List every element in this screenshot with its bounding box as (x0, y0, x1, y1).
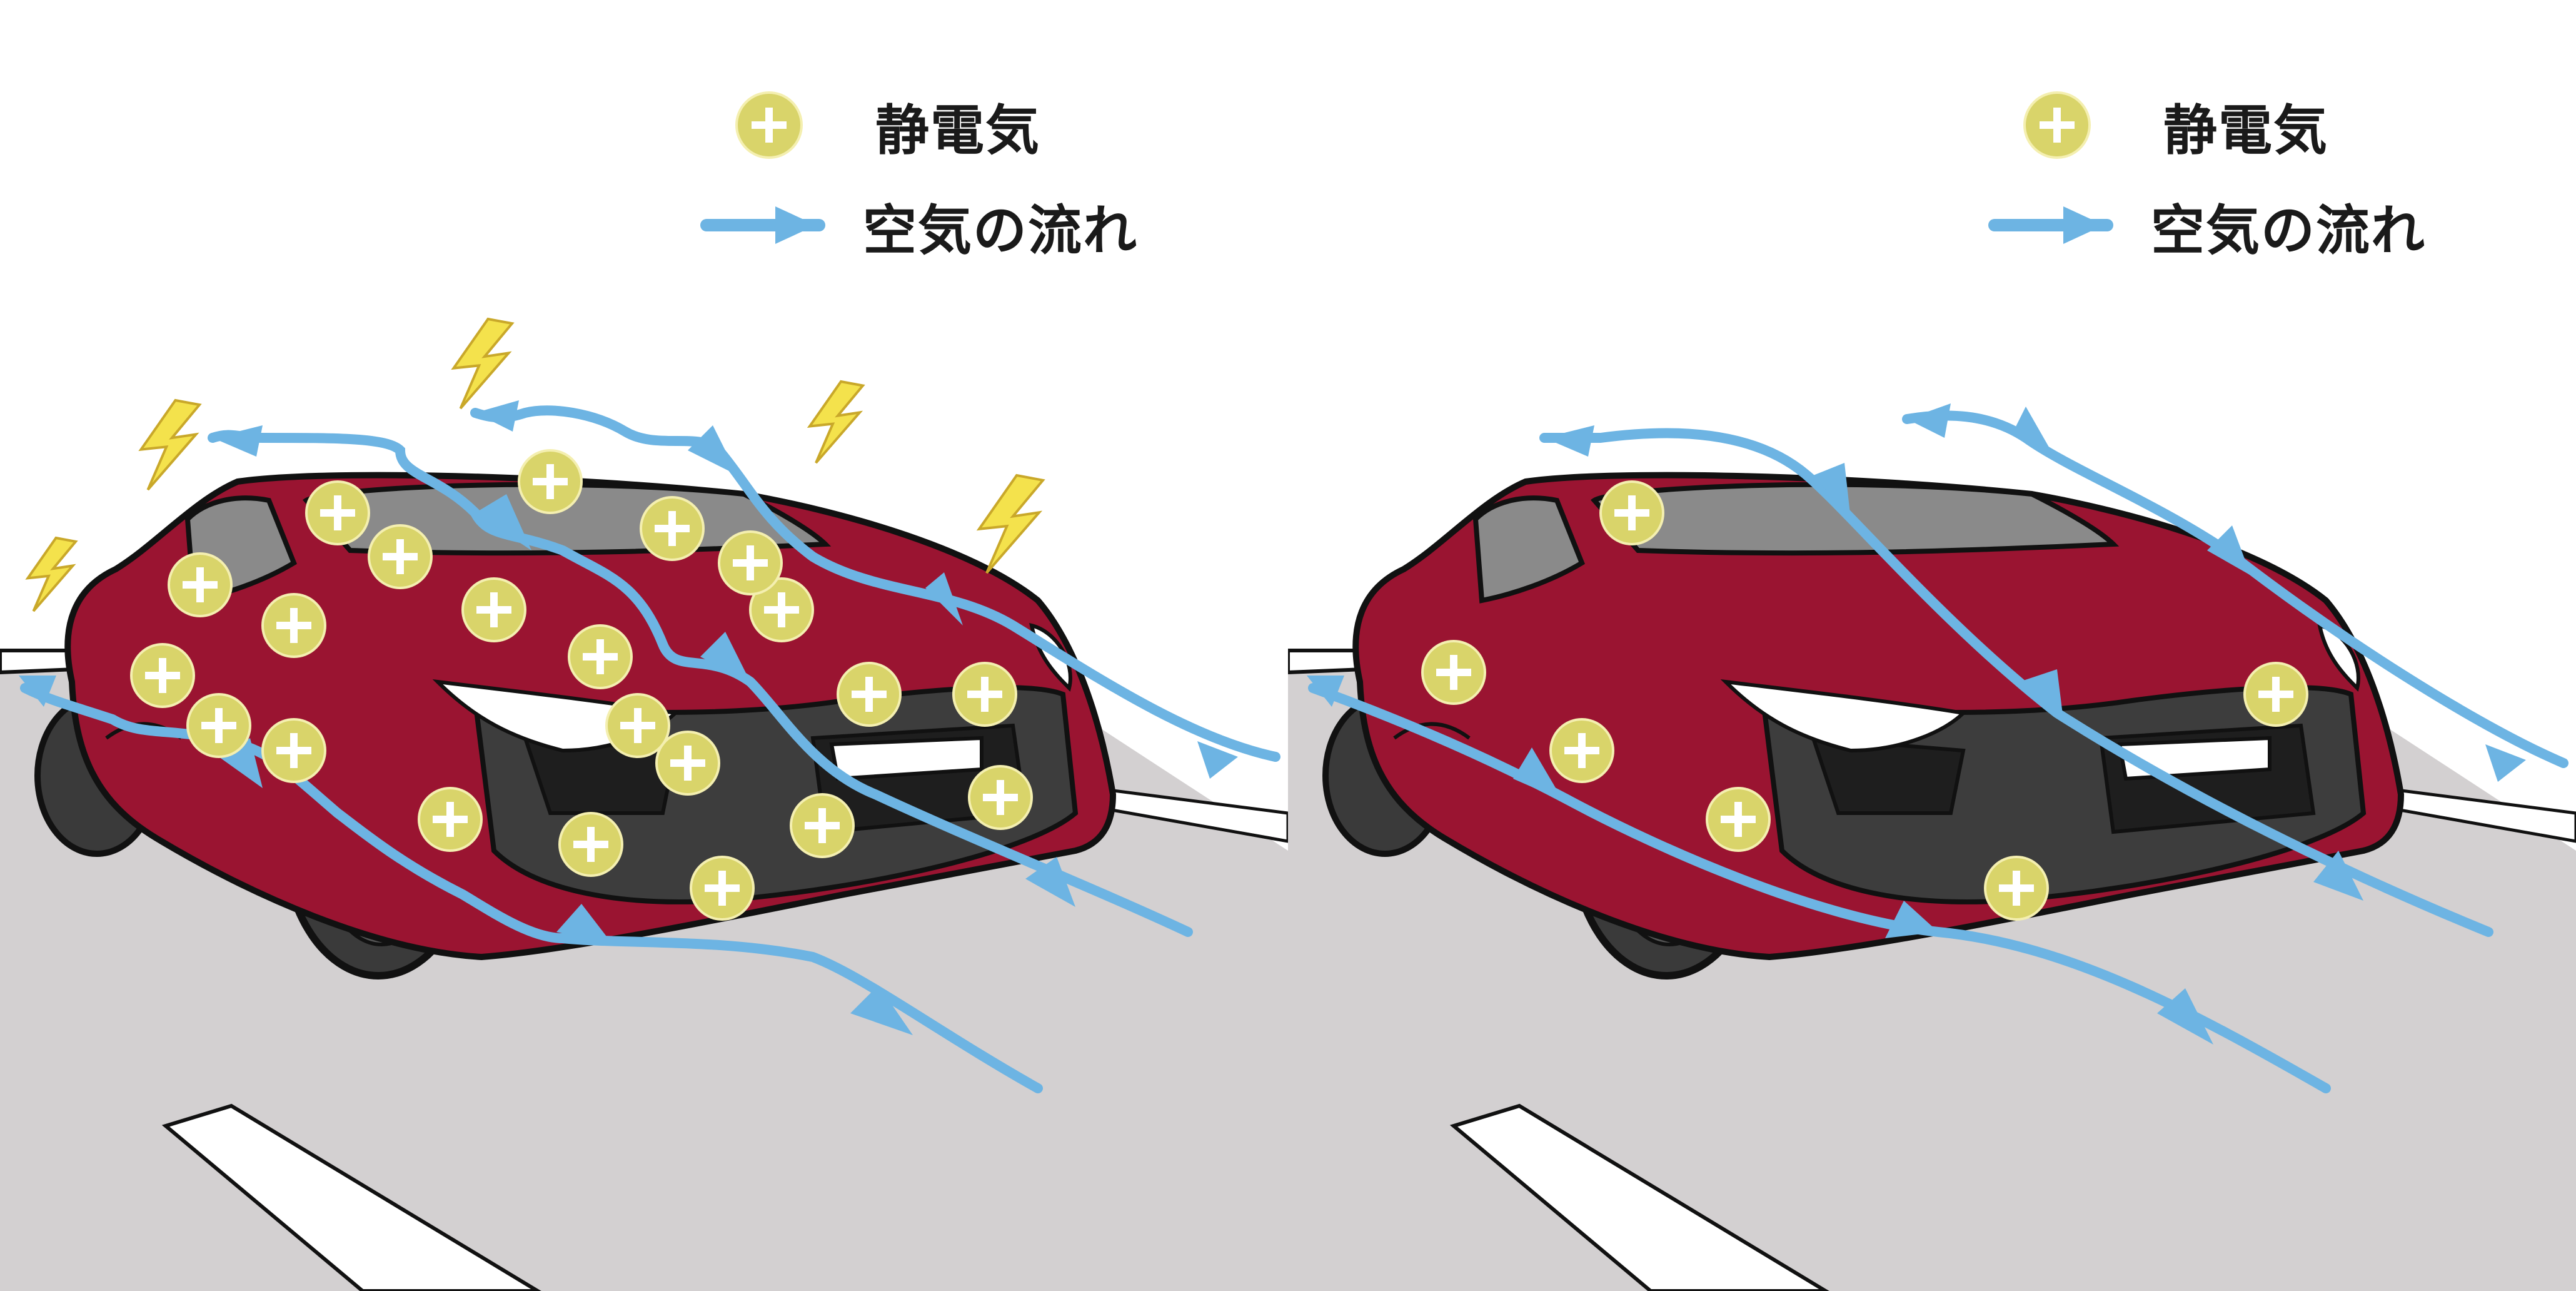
plus-charge-icon (461, 577, 526, 642)
plus-charge-icon (968, 765, 1033, 830)
plus-charge-icon (1599, 480, 1664, 545)
lightning-spark-icon (138, 398, 202, 491)
panel-charged-car: 静電気 空気の流れ (0, 81, 1288, 1291)
legend-airflow: 空気の流れ (1988, 181, 2426, 269)
plus-charge-icon (605, 693, 670, 758)
plus-charge-icon (640, 496, 705, 561)
legend-airflow-label: 空気の流れ (2151, 199, 2426, 262)
lane-marking (1449, 1103, 1829, 1291)
plus-charge-icon (1984, 856, 2049, 921)
plus-charge-icon (2243, 662, 2308, 727)
plus-charge-icon (186, 693, 251, 758)
lightning-spark-icon (807, 380, 865, 464)
plus-charge-icon (2001, 81, 2151, 169)
plus-charge-icon (1549, 718, 1614, 783)
panel-smooth-car: 静電気 空気の流れ (1288, 0, 2576, 1291)
sparks (25, 317, 1045, 612)
plus-charge-icon (261, 593, 326, 658)
static-charges (130, 449, 1033, 921)
plus-charge-icon (518, 449, 583, 514)
lane-marking (161, 1103, 541, 1291)
car (1322, 472, 2405, 980)
legend-static-label: 静電気 (875, 99, 1040, 162)
plus-charge-icon (168, 552, 233, 617)
legend-static: 静電気 (2001, 81, 2328, 169)
plus-charge-icon (418, 787, 483, 852)
airflow-lines (20, 405, 1280, 1093)
plus-charge-icon (713, 81, 863, 169)
plus-charge-icon (261, 718, 326, 783)
plus-charge-icon (1706, 787, 1771, 852)
plus-charge-icon (690, 856, 755, 921)
plus-charge-icon (130, 643, 195, 708)
legend-static-label: 静電気 (2163, 99, 2328, 162)
plus-charge-icon (718, 530, 783, 595)
airflow-lines (1308, 410, 2568, 1093)
lightning-spark-icon (25, 536, 78, 612)
plus-charge-icon (952, 662, 1017, 727)
plus-charge-icon (655, 731, 720, 796)
legend-airflow-label: 空気の流れ (863, 199, 1138, 262)
plus-charge-icon (837, 662, 902, 727)
legend-static: 静電気 (713, 81, 1040, 169)
plus-charge-icon (305, 480, 370, 545)
plus-charge-icon (368, 524, 433, 589)
arrow-right-icon (1988, 181, 2138, 269)
airflow-arrowheads (1307, 403, 2526, 1045)
plus-charge-icon (568, 624, 633, 689)
plus-charge-icon (749, 577, 814, 642)
plus-charge-icon (558, 812, 623, 877)
plus-charge-icon (790, 793, 855, 858)
lightning-spark-icon (976, 473, 1045, 574)
scene-smooth (1288, 403, 2576, 1291)
arrow-right-icon (700, 181, 850, 269)
legend-airflow: 空気の流れ (700, 181, 1138, 269)
lightning-spark-icon (451, 317, 515, 410)
airflow-arrowheads (19, 400, 1238, 1035)
scene-charged (0, 317, 1288, 1291)
plus-charge-icon (1421, 640, 1486, 705)
static-charges (1421, 480, 2308, 921)
